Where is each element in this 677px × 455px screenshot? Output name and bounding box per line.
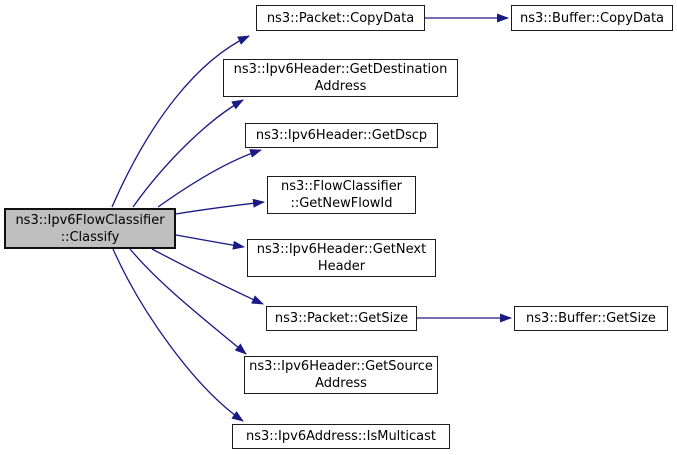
node-ipv6-flow-classifier-classify: ns3::Ipv6FlowClassifier ::Classify (4, 208, 176, 249)
edge-classify-to-get-source-address (129, 248, 247, 355)
edge-classify-to-get-destination-address (132, 99, 244, 208)
node-ipv6-header-get-dscp[interactable]: ns3::Ipv6Header::GetDscp (245, 123, 438, 148)
node-packet-copy-data[interactable]: ns3::Packet::CopyData (256, 5, 425, 31)
node-packet-get-size[interactable]: ns3::Packet::GetSize (266, 306, 417, 331)
edge-classify-to-get-next-header (175, 234, 245, 250)
node-buffer-copy-data[interactable]: ns3::Buffer::CopyData (511, 5, 673, 31)
edge-classify-to-get-dscp (157, 149, 262, 208)
node-ipv6-header-get-next-header[interactable]: ns3::Ipv6Header::GetNext Header (247, 239, 436, 277)
edge-classify-to-packet-get-size (151, 248, 264, 305)
node-ipv6-header-get-source-address[interactable]: ns3::Ipv6Header::GetSource Address (244, 356, 438, 394)
node-flow-classifier-get-new-flow-id[interactable]: ns3::FlowClassifier ::GetNewFlowId (267, 176, 416, 214)
node-buffer-get-size[interactable]: ns3::Buffer::GetSize (514, 306, 668, 331)
node-ipv6-header-get-destination-address[interactable]: ns3::Ipv6Header::GetDestination Address (223, 59, 458, 97)
edge-classify-to-packet-copydata (111, 35, 250, 208)
edge-classify-to-is-multicast (112, 248, 244, 422)
node-ipv6-address-is-multicast[interactable]: ns3::Ipv6Address::IsMulticast (232, 424, 450, 449)
edge-classify-to-get-new-flow-id (175, 198, 265, 215)
